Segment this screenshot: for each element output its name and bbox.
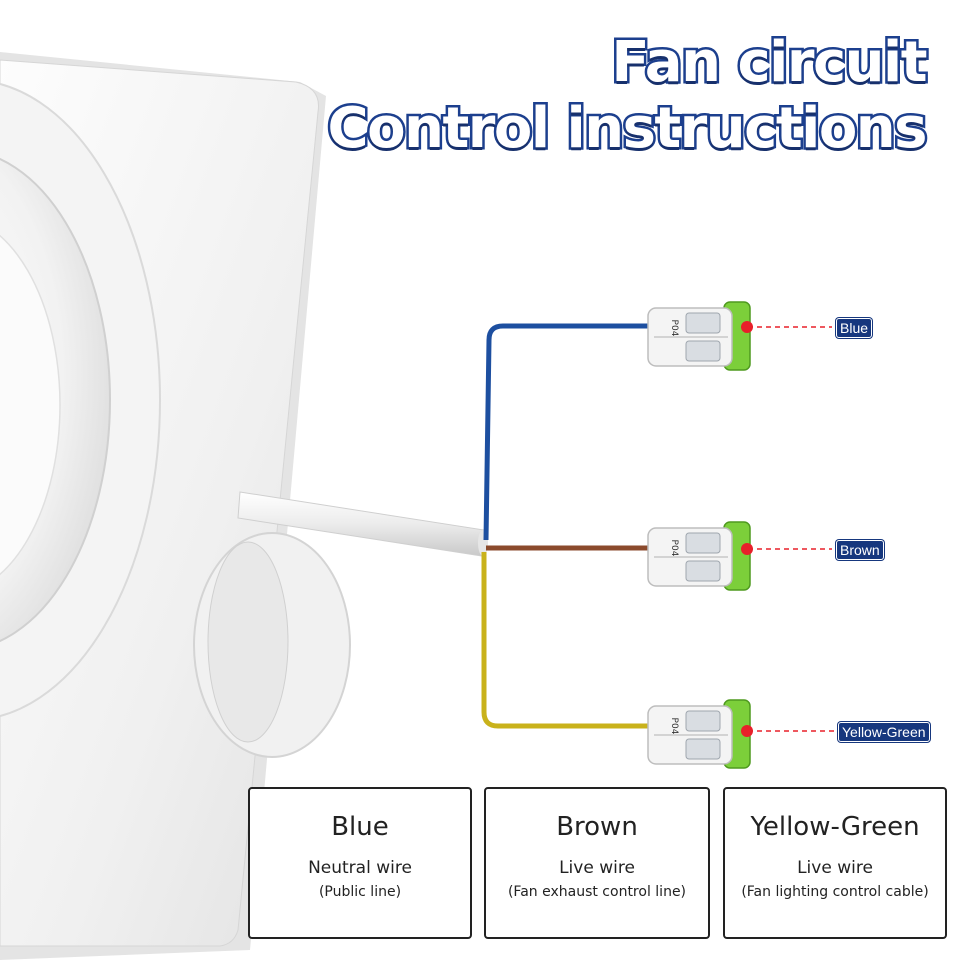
fan-body <box>0 52 351 960</box>
connector-window <box>685 738 721 760</box>
wire-tag-brown: Brown <box>836 540 884 560</box>
connector-window <box>685 312 721 334</box>
connector-window <box>685 710 721 732</box>
connector-brown: P04 <box>647 521 751 591</box>
wire-tag-blue: Blue <box>836 318 873 338</box>
title-line-2: Control instructions <box>325 94 930 164</box>
connector-mark: P04 <box>669 320 679 337</box>
connector-window <box>685 560 721 582</box>
connector-yellow-green: P04 <box>647 699 751 769</box>
blue-wire <box>483 323 652 541</box>
card-wire-name: Yellow-Green <box>750 812 920 842</box>
connector-window <box>685 532 721 554</box>
diagram-title: Fan circuit Control instructions <box>325 28 930 164</box>
card-wire-role: Neutral wire <box>308 858 412 878</box>
info-card-brown: Brown Live wire (Fan exhaust control lin… <box>484 787 710 939</box>
pointer-dot-brown <box>741 543 753 555</box>
connector-mark: P04 <box>669 540 679 557</box>
connector-mark: P04 <box>669 718 679 735</box>
info-card-blue: Blue Neutral wire (Public line) <box>248 787 472 939</box>
card-wire-role: Live wire <box>797 858 873 878</box>
title-line-1: Fan circuit <box>609 28 930 98</box>
connector-window <box>685 340 721 362</box>
card-wire-note: (Public line) <box>318 884 402 900</box>
card-wire-role: Live wire <box>559 858 635 878</box>
card-wire-name: Brown <box>556 812 638 842</box>
wire-tag-yellow-green: Yellow-Green <box>838 722 930 742</box>
pointer-dot-blue <box>741 321 753 333</box>
yellow-green-wire <box>481 552 652 729</box>
info-card-yellow-green: Yellow-Green Live wire (Fan lighting con… <box>723 787 947 939</box>
fan-grille-center <box>0 234 61 576</box>
cable-gland-rim <box>207 541 289 743</box>
connector-blue: P04 <box>647 301 751 371</box>
card-wire-name: Blue <box>331 812 389 842</box>
card-wire-note: (Fan exhaust control line) <box>507 884 687 900</box>
card-wire-note: (Fan lighting control cable) <box>741 884 929 900</box>
pointer-dot-yellow-green <box>741 725 753 737</box>
